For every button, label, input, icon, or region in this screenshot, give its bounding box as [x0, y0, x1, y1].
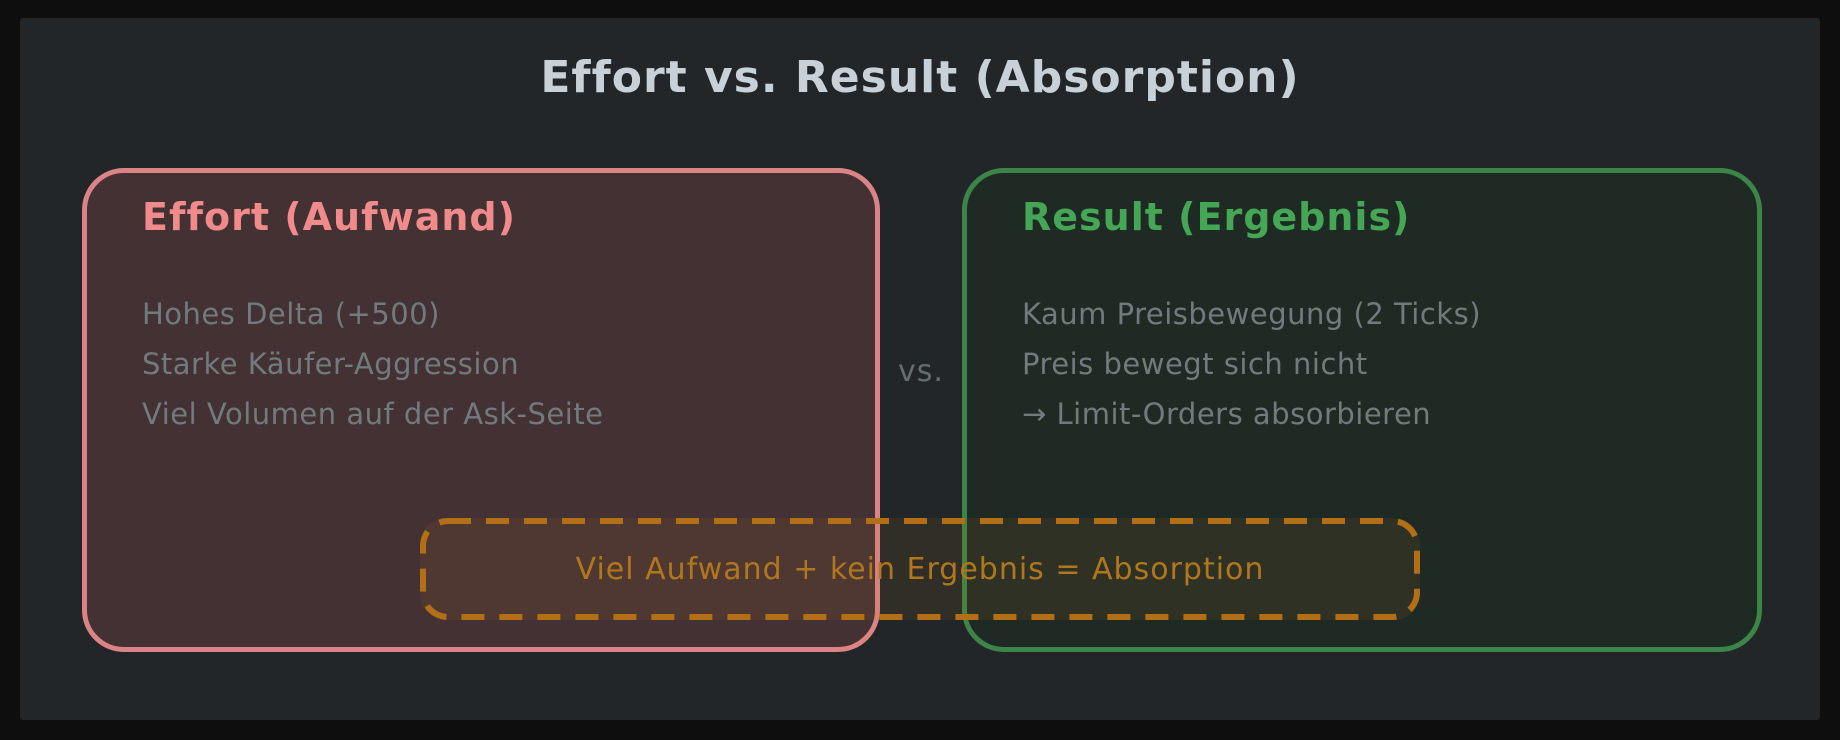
effort-line-2: Starke Käufer-Aggression — [142, 347, 520, 381]
vs-label: vs. — [898, 354, 944, 389]
result-line-3: → Limit-Orders absorbieren — [1022, 397, 1432, 431]
effort-line-1: Hohes Delta (+500) — [142, 297, 440, 331]
effort-box-heading: Effort (Aufwand) — [142, 195, 516, 239]
conclusion-text: Viel Aufwand + kein Ergebnis = Absorptio… — [575, 551, 1265, 587]
result-box-body: Kaum Preisbewegung (2 Ticks) Preis beweg… — [1022, 289, 1481, 439]
diagram-title: Effort vs. Result (Absorption) — [540, 52, 1300, 103]
result-box-heading: Result (Ergebnis) — [1022, 195, 1411, 239]
effort-box-body: Hohes Delta (+500) Starke Käufer-Aggress… — [142, 289, 604, 439]
result-box: Result (Ergebnis) Kaum Preisbewegung (2 … — [962, 168, 1762, 652]
dashed-border-icon — [420, 518, 1420, 620]
result-line-1: Kaum Preisbewegung (2 Ticks) — [1022, 297, 1482, 331]
effort-box: Effort (Aufwand) Hohes Delta (+500) Star… — [82, 168, 880, 652]
effort-line-3: Viel Volumen auf der Ask-Seite — [142, 397, 604, 431]
conclusion-box: Viel Aufwand + kein Ergebnis = Absorptio… — [420, 518, 1420, 620]
diagram-panel: Effort vs. Result (Absorption) Effort (A… — [20, 18, 1820, 720]
result-line-2: Preis bewegt sich nicht — [1022, 347, 1368, 381]
